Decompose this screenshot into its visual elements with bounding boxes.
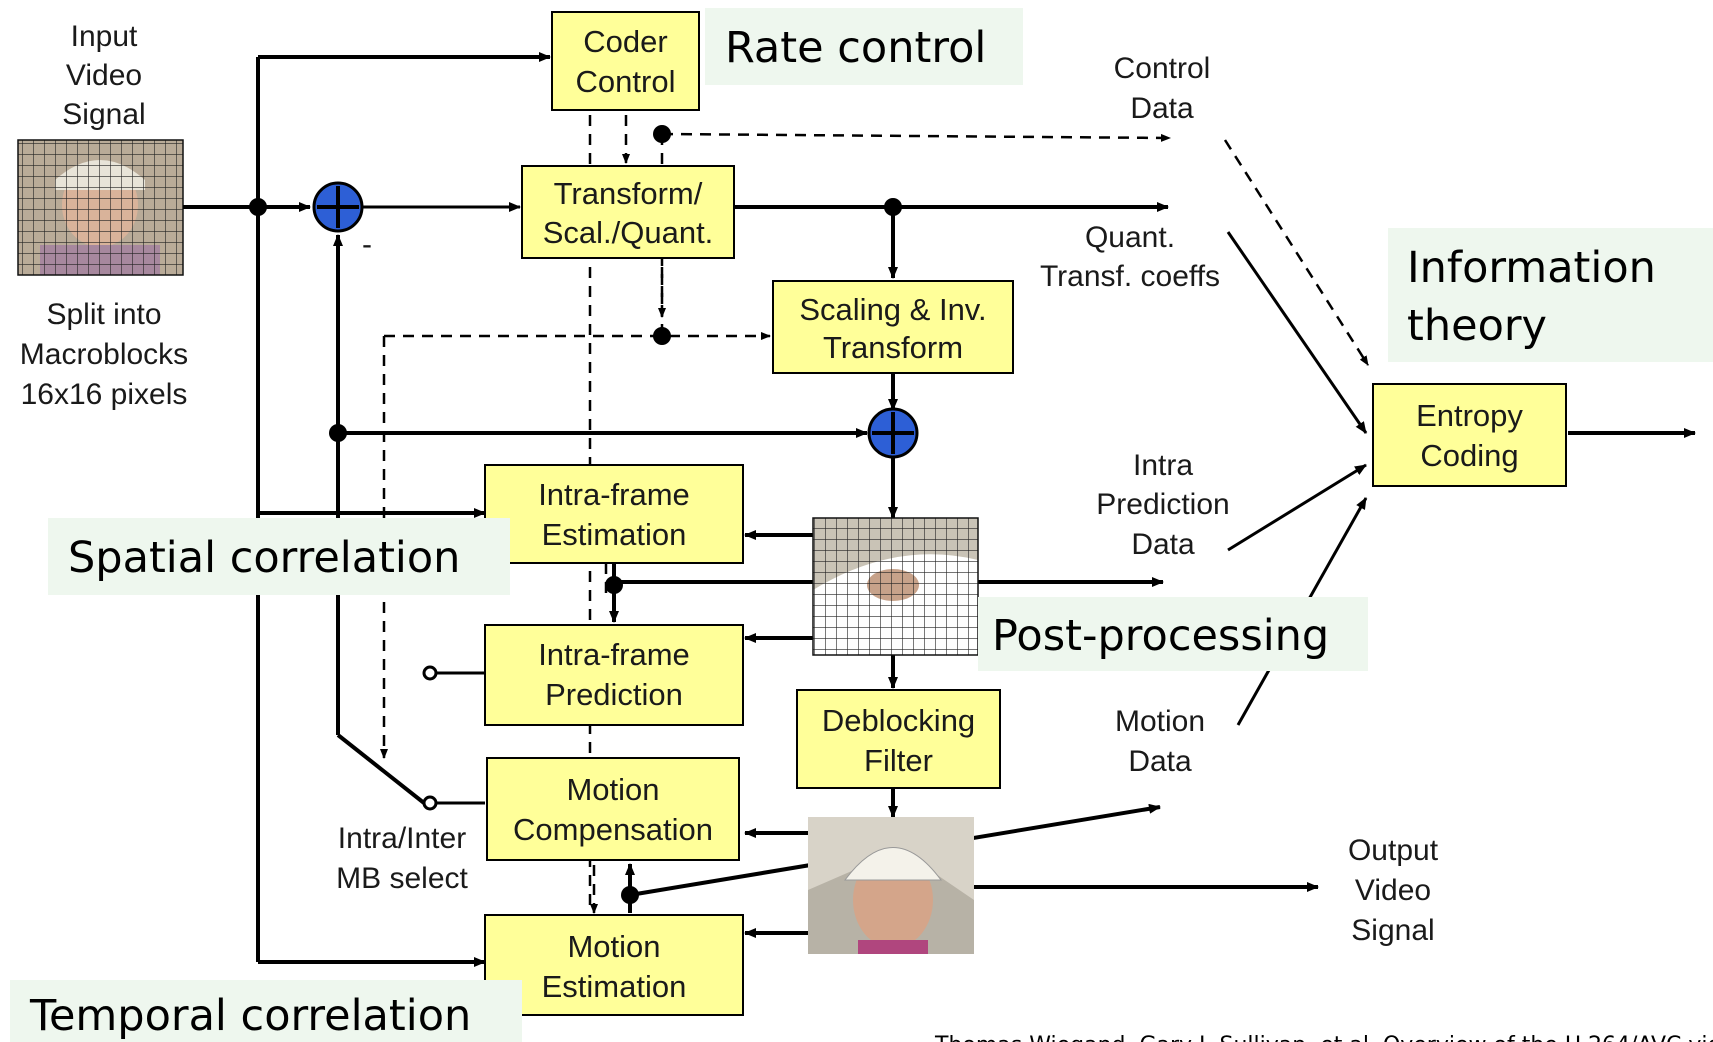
svg-text:Estimation: Estimation (542, 969, 687, 1004)
block-coder-control: Coder Control (551, 11, 700, 111)
block-transform-quant: Transform/ Scal./Quant. (521, 165, 735, 259)
svg-text:Signal: Signal (62, 98, 145, 131)
block-intra-frame-prediction: Intra-frame Prediction (484, 624, 744, 726)
svg-text:Intra-frame: Intra-frame (538, 477, 690, 512)
junction-dots (249, 125, 902, 904)
svg-text:Spatial correlation: Spatial correlation (68, 533, 460, 583)
callout-temporal-correlation: Temporal correlation (10, 980, 522, 1042)
reconstructed-frame-thumbnail (812, 517, 979, 656)
svg-text:Transform: Transform (823, 330, 963, 365)
block-scaling-inverse-transform: Scaling & Inv. Transform (772, 280, 1014, 374)
svg-text:Video: Video (66, 59, 142, 92)
svg-text:Signal: Signal (1351, 914, 1434, 947)
svg-text:Transf. coeffs: Transf. coeffs (1040, 260, 1220, 293)
label-intra-prediction-data: Intra Prediction Data (1096, 449, 1229, 561)
svg-text:Control: Control (576, 64, 676, 99)
label-quant-transf-coeffs: Quant. Transf. coeffs (1040, 221, 1220, 293)
block-intra-frame-estimation: Intra-frame Estimation (484, 464, 744, 564)
decoded-frame-thumbnail (808, 817, 974, 954)
callout-information-theory: Information theory (1388, 228, 1713, 362)
block-motion-estimation: Motion Estimation (484, 914, 744, 1016)
svg-text:Prediction: Prediction (1096, 488, 1229, 521)
svg-text:Intra/Inter: Intra/Inter (338, 822, 466, 855)
svg-text:Motion: Motion (1115, 705, 1205, 738)
adder-reconstruction (867, 407, 919, 459)
citation-footer: Thomas Wiegand, Gary J. Sullivan, et al.… (934, 1033, 1713, 1042)
svg-text:Data: Data (1130, 92, 1194, 125)
svg-text:Intra: Intra (1133, 449, 1193, 482)
callout-post-processing: Post-processing (978, 597, 1368, 671)
svg-text:16x16 pixels: 16x16 pixels (21, 378, 188, 411)
svg-text:Post-processing: Post-processing (992, 611, 1329, 661)
svg-text:MB select: MB select (336, 862, 468, 895)
svg-text:Information: Information (1407, 243, 1656, 293)
block-deblocking-filter: Deblocking Filter (796, 689, 1001, 789)
svg-text:Temporal correlation: Temporal correlation (29, 991, 471, 1041)
svg-text:Transform/: Transform/ (554, 176, 703, 211)
svg-text:Deblocking: Deblocking (822, 703, 975, 738)
svg-text:Filter: Filter (864, 743, 933, 778)
svg-text:Coding: Coding (1420, 438, 1518, 473)
input-frame-thumbnail (17, 139, 184, 276)
signal-lines (183, 52, 1696, 967)
label-output-video-signal: Output Video Signal (1348, 834, 1439, 947)
svg-text:Data: Data (1131, 528, 1195, 561)
svg-text:Scaling & Inv.: Scaling & Inv. (799, 292, 986, 327)
svg-text:Estimation: Estimation (542, 517, 687, 552)
svg-text:Prediction: Prediction (545, 677, 683, 712)
callout-spatial-correlation: Spatial correlation (48, 518, 510, 595)
svg-text:Scal./Quant.: Scal./Quant. (543, 215, 714, 250)
svg-text:Motion: Motion (567, 929, 660, 964)
minus-sign: - (362, 228, 372, 261)
svg-text:theory: theory (1407, 301, 1547, 351)
adder-input (312, 181, 364, 233)
svg-text:Control: Control (1114, 52, 1211, 85)
svg-text:Rate control: Rate control (725, 23, 986, 73)
svg-text:Coder: Coder (583, 24, 667, 59)
svg-text:Intra-frame: Intra-frame (538, 637, 690, 672)
label-split-macroblocks: Split into Macroblocks 16x16 pixels (20, 298, 188, 411)
svg-text:Input: Input (71, 20, 138, 53)
svg-text:Data: Data (1128, 745, 1192, 778)
svg-text:Motion: Motion (566, 772, 659, 807)
svg-text:Macroblocks: Macroblocks (20, 338, 188, 371)
svg-text:Entropy: Entropy (1416, 398, 1523, 433)
svg-text:Video: Video (1355, 874, 1431, 907)
svg-text:Compensation: Compensation (513, 812, 713, 847)
label-intra-inter-mb-select: Intra/Inter MB select (336, 822, 468, 895)
block-entropy-coding: Entropy Coding (1372, 383, 1567, 487)
label-control-data: Control Data (1114, 52, 1211, 125)
label-motion-data: Motion Data (1115, 705, 1205, 778)
svg-text:Output: Output (1348, 834, 1439, 867)
svg-text:Quant.: Quant. (1085, 221, 1175, 254)
block-motion-compensation: Motion Compensation (486, 757, 740, 861)
svg-text:Split into: Split into (46, 298, 161, 331)
callout-rate-control: Rate control (705, 8, 1023, 85)
label-input-video-signal: Input Video Signal (62, 20, 145, 131)
